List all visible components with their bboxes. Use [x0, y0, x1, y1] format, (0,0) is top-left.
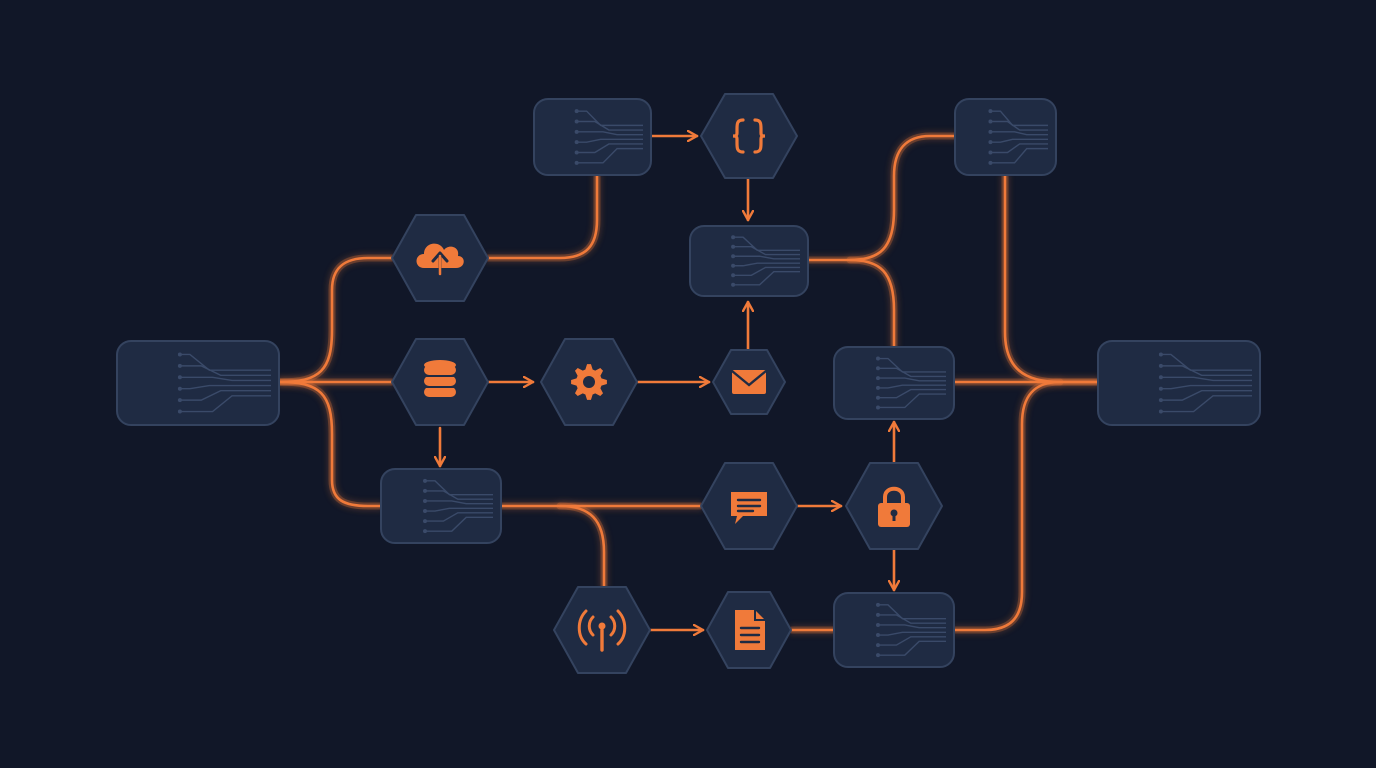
right-module-node[interactable]: [833, 346, 955, 420]
sink-module-node[interactable]: [1097, 340, 1261, 426]
link-source-to-cloud: [278, 256, 394, 384]
mail-icon: [731, 370, 767, 394]
cloud-node[interactable]: [391, 214, 489, 302]
braces-icon: [732, 118, 766, 154]
link-cloud-to-top-module: [486, 174, 599, 260]
module-nodes: [116, 98, 1261, 668]
link-glow: [846, 256, 898, 350]
module-body: [533, 98, 652, 176]
mail-node[interactable]: [712, 349, 786, 415]
icon-nodes: [391, 93, 943, 674]
signal-node[interactable]: [553, 586, 651, 674]
link-glow: [804, 132, 959, 264]
database-icon: [424, 360, 456, 397]
topright-module-node[interactable]: [954, 98, 1057, 176]
top-module-node[interactable]: [533, 98, 652, 176]
lock-node[interactable]: [845, 462, 943, 550]
gear-icon: [571, 364, 607, 400]
bottom-module-node[interactable]: [833, 592, 955, 668]
left-module-node[interactable]: [380, 468, 502, 544]
module-body: [954, 98, 1057, 176]
source-module-node[interactable]: [116, 340, 280, 426]
link-mid-module-to-right-module: [848, 258, 896, 348]
module-body: [833, 346, 955, 420]
connectors: [276, 132, 1102, 634]
link-glow: [556, 502, 608, 590]
link-mid-module-to-topright: [806, 134, 957, 262]
hexagon-body: [700, 93, 798, 179]
link-glow: [276, 378, 384, 510]
link-glow: [1001, 172, 1102, 386]
circuit-pattern: [177, 352, 271, 414]
link-glow: [276, 254, 396, 386]
circuit-pattern: [1158, 352, 1252, 414]
chat-icon: [731, 492, 767, 524]
cloud-upload-icon: [416, 243, 464, 276]
circuit-pattern: [731, 235, 800, 287]
circuit-pattern: [988, 109, 1048, 165]
chat-node[interactable]: [700, 462, 798, 550]
module-body: [380, 468, 502, 544]
link-glow: [951, 378, 1064, 634]
link-module-to-signal: [558, 504, 606, 588]
module-body: [689, 225, 809, 297]
link-glow: [484, 172, 601, 262]
module-body: [1097, 340, 1261, 426]
lock-icon: [878, 486, 910, 527]
document-icon: [735, 610, 765, 650]
link-topright-to-sink: [1003, 174, 1100, 384]
document-node[interactable]: [706, 591, 792, 669]
circuit-pattern: [876, 356, 946, 410]
circuit-pattern: [574, 109, 643, 165]
mid-module-node[interactable]: [689, 225, 809, 297]
module-body: [116, 340, 280, 426]
signal-icon: [577, 609, 627, 652]
circuit-pattern: [876, 602, 946, 658]
link-source-to-module: [278, 380, 382, 508]
module-body: [833, 592, 955, 668]
braces-node[interactable]: [700, 93, 798, 179]
circuit-pattern: [423, 478, 493, 534]
database-node[interactable]: [391, 338, 489, 426]
gear-node[interactable]: [540, 338, 638, 426]
link-bottom-module-to-sink: [953, 380, 1062, 632]
